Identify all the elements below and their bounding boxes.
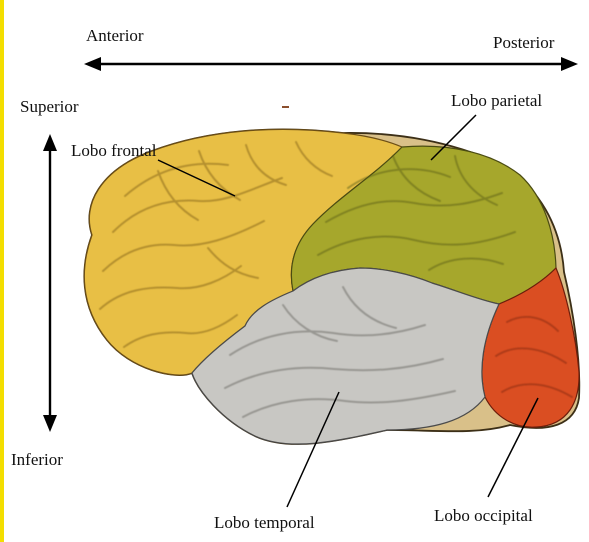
orientation-label-anterior: Anterior [86, 27, 144, 44]
lobe-label-frontal: Lobo frontal [71, 142, 156, 159]
superior-inferior-arrow [43, 134, 57, 432]
left-arrowhead [84, 57, 101, 71]
anterior-posterior-arrow [84, 57, 578, 71]
down-arrowhead [43, 415, 57, 432]
lobe-label-occipital: Lobo occipital [434, 507, 533, 524]
lobe-label-parietal: Lobo parietal [451, 92, 542, 109]
orientation-label-superior: Superior [20, 98, 79, 115]
lobe-label-temporal: Lobo temporal [214, 514, 315, 531]
up-arrowhead [43, 134, 57, 151]
right-arrowhead [561, 57, 578, 71]
orientation-label-inferior: Inferior [11, 451, 63, 468]
orientation-label-posterior: Posterior [493, 34, 554, 51]
